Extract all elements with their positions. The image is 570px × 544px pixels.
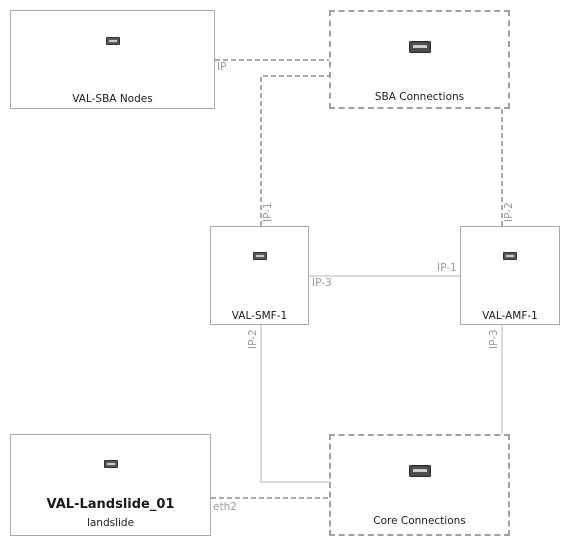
device-icon [252,252,267,260]
device-icon [103,460,118,468]
node-core-connections[interactable]: Core Connections [329,434,510,536]
switch-icon [408,41,431,53]
device-icon [503,252,517,260]
port-label-smf-ip2: IP-2 [247,329,259,349]
node-val-sba-nodes[interactable]: VAL-SBA Nodes [10,10,215,109]
port-label-smf-ip1: IP-1 [262,202,274,222]
node-label: Core Connections [373,515,466,527]
port-label-landslide-eth2: eth2 [213,501,237,513]
node-val-smf-1[interactable]: VAL-SMF-1 [210,226,309,325]
port-label-sba-ip: IP [217,61,227,73]
node-sba-connections[interactable]: SBA Connections [329,10,510,109]
node-label: VAL-AMF-1 [482,310,538,322]
port-label-smf-ip3: IP-3 [312,277,332,289]
port-label-amf-ip3: IP-3 [488,329,500,349]
port-label-amf-ip2: IP-2 [503,202,515,222]
link-smf-to-sba-connections [260,75,329,226]
node-label: VAL-SMF-1 [231,310,288,322]
node-label: SBA Connections [374,91,465,103]
port-label-amf-ip1: IP-1 [437,262,457,274]
node-sublabel: landslide [86,517,135,529]
node-val-amf-1[interactable]: VAL-AMF-1 [460,226,560,325]
node-label: VAL-Landslide_01 [46,497,175,512]
device-icon [105,37,120,45]
link-smf-to-core-connections [260,325,329,483]
node-label: VAL-SBA Nodes [72,93,153,105]
node-val-landslide-01[interactable]: VAL-Landslide_01 landslide [10,434,211,536]
switch-icon [408,465,431,477]
